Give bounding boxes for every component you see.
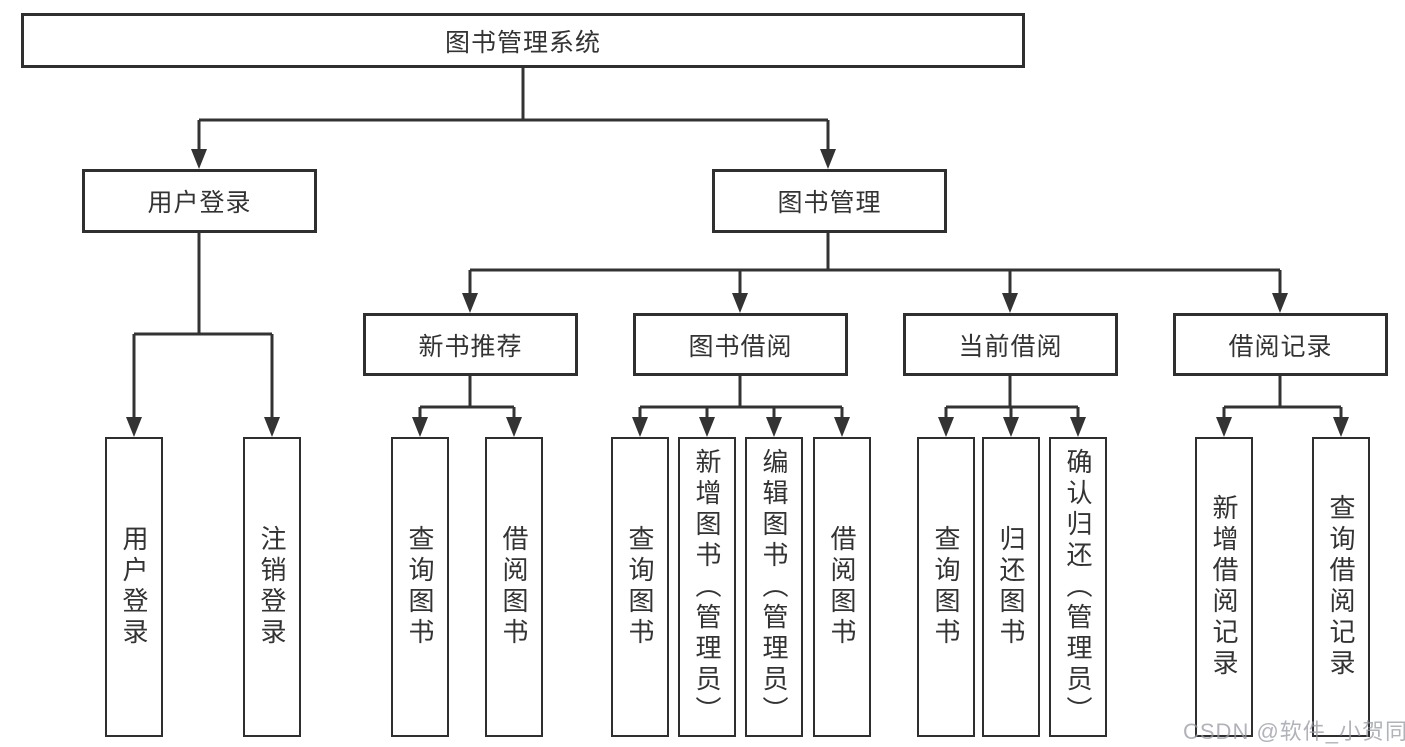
leaf-edit-books-admin: 编辑图书（管理员） xyxy=(745,437,803,737)
node-current-borrowing: 当前借阅 xyxy=(903,313,1118,376)
leaf-query-books-current-label: 查询图书 xyxy=(931,525,961,649)
node-book-borrowing-label: 图书借阅 xyxy=(688,332,793,361)
node-new-book-recommend: 新书推荐 xyxy=(363,313,578,376)
leaf-edit-books-admin-label: 编辑图书（管理员） xyxy=(759,447,789,727)
node-book-management-label: 图书管理 xyxy=(777,189,882,217)
node-user-login: 用户登录 xyxy=(82,169,317,233)
leaf-user-login-label: 用户登录 xyxy=(119,525,149,649)
leaf-query-books-current: 查询图书 xyxy=(917,437,975,737)
leaf-logout-label: 注销登录 xyxy=(257,525,287,649)
leaf-user-login: 用户登录 xyxy=(105,437,163,737)
leaf-query-borrow-record: 查询借阅记录 xyxy=(1312,437,1370,737)
node-root-system: 图书管理系统 xyxy=(21,13,1025,68)
node-borrowing-records: 借阅记录 xyxy=(1173,313,1388,376)
node-user-login-label: 用户登录 xyxy=(147,189,252,217)
leaf-confirm-return-admin-label: 确认归还（管理员） xyxy=(1063,447,1093,727)
node-book-management: 图书管理 xyxy=(712,169,947,233)
leaf-return-books: 归还图书 xyxy=(982,437,1040,737)
node-new-book-recommend-label: 新书推荐 xyxy=(418,332,523,361)
leaf-borrow-books-recommend: 借阅图书 xyxy=(485,437,543,737)
node-borrowing-records-label: 借阅记录 xyxy=(1228,332,1333,361)
leaf-borrow-books-borrowing: 借阅图书 xyxy=(813,437,871,737)
arrowhead-icons xyxy=(126,149,1349,437)
node-root-label: 图书管理系统 xyxy=(444,28,601,57)
node-current-borrowing-label: 当前借阅 xyxy=(958,332,1063,361)
leaf-add-borrow-record-label: 新增借阅记录 xyxy=(1209,494,1239,680)
leaf-query-borrow-record-label: 查询借阅记录 xyxy=(1326,494,1356,680)
leaf-query-books-borrowing-label: 查询图书 xyxy=(625,525,655,649)
leaf-add-borrow-record: 新增借阅记录 xyxy=(1195,437,1253,737)
leaf-borrow-books-borrowing-label: 借阅图书 xyxy=(827,525,857,649)
csdn-watermark: CSDN @软件_小贺同学 xyxy=(1183,719,1405,744)
leaf-borrow-books-recommend-label: 借阅图书 xyxy=(499,525,529,649)
leaf-logout: 注销登录 xyxy=(243,437,301,737)
leaf-query-books-recommend-label: 查询图书 xyxy=(405,525,435,649)
leaf-add-books-admin: 新增图书（管理员） xyxy=(678,437,736,737)
node-book-borrowing: 图书借阅 xyxy=(633,313,848,376)
leaf-add-books-admin-label: 新增图书（管理员） xyxy=(692,447,722,727)
leaf-query-books-borrowing: 查询图书 xyxy=(611,437,669,737)
leaf-confirm-return-admin: 确认归还（管理员） xyxy=(1049,437,1107,737)
leaf-query-books-recommend: 查询图书 xyxy=(391,437,449,737)
leaf-return-books-label: 归还图书 xyxy=(996,525,1026,649)
